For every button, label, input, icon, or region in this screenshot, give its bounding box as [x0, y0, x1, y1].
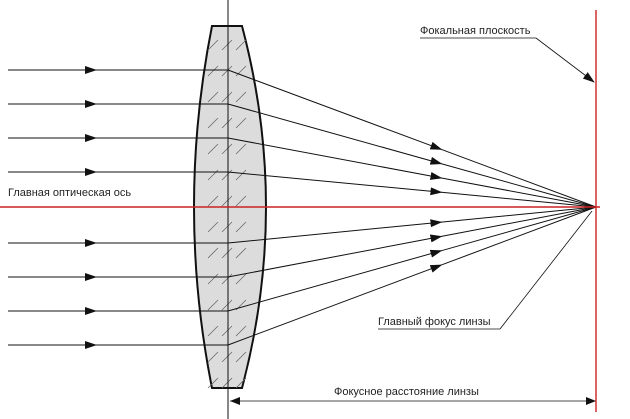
lens-hatch-mark [207, 221, 219, 233]
refracted-ray [441, 206, 597, 223]
principal-focus-pointer [499, 210, 593, 330]
lens-hatch-mark [207, 195, 219, 207]
lens-hatch-mark [235, 247, 247, 259]
lens-hatch-mark [221, 351, 233, 363]
refracted-ray [441, 177, 597, 208]
lens-hatch-mark [207, 273, 219, 285]
lens-hatch-mark [207, 325, 219, 337]
lens-hatching [207, 39, 247, 389]
focal-plane-label: Фокальная плоскость [420, 25, 531, 37]
lens-hatch-mark [235, 325, 247, 337]
lens-hatch-mark [221, 143, 233, 155]
lens-hatch-mark [207, 377, 219, 389]
lens-hatch-mark [207, 65, 219, 77]
lens-hatch-mark [235, 65, 247, 77]
lens-hatch-mark [221, 273, 233, 285]
lens-hatch-mark [221, 247, 233, 259]
incoming-rays [8, 66, 228, 349]
lens-hatch-mark [221, 91, 233, 103]
lens-hatch-mark [207, 143, 219, 155]
focal-length-label: Фокусное расстояние линзы [334, 386, 479, 398]
refracted-ray-arrow [227, 69, 443, 150]
refracted-ray-arrow [227, 171, 443, 196]
refracted-ray-arrow [227, 103, 443, 165]
lens-hatch-mark [235, 377, 247, 389]
lens-hatch-mark [221, 325, 233, 337]
lens-hatch-mark [235, 39, 247, 51]
lens-hatch-mark [235, 195, 247, 207]
lens-hatch-mark [235, 91, 247, 103]
optical-axis-label: Главная оптическая ось [8, 187, 131, 199]
lens-hatch-mark [221, 195, 233, 207]
lens-hatch-mark [221, 169, 233, 181]
principal-focus-label: Главный фокус линзы [378, 316, 491, 328]
lens-hatch-mark [235, 351, 247, 363]
focal-length-arrow-right [586, 397, 596, 405]
refracted-ray-arrow [227, 219, 443, 244]
refracted-rays [227, 69, 597, 346]
lens-hatch-mark [221, 377, 233, 389]
focal-plane-pointer [535, 37, 595, 83]
lens-hatch-mark [221, 65, 233, 77]
lens-hatch-mark [207, 91, 219, 103]
lens-hatch-mark [207, 247, 219, 259]
lens-hatch-mark [221, 117, 233, 129]
refracted-ray [441, 206, 597, 252]
refracted-ray-arrow [227, 249, 443, 312]
lens-hatch-mark [235, 273, 247, 285]
refracted-ray [441, 148, 597, 208]
refracted-ray [441, 206, 597, 237]
lens-hatch-mark [207, 351, 219, 363]
refracted-ray [441, 206, 597, 266]
refracted-ray-arrow [227, 137, 443, 180]
lens-hatch-mark [221, 39, 233, 51]
lens-hatch-mark [207, 117, 219, 129]
refracted-ray-arrow [227, 264, 443, 346]
lens-hatch-mark [235, 117, 247, 129]
refracted-ray [441, 191, 597, 208]
lens-hatch-mark [235, 143, 247, 155]
lens-hatch-mark [207, 299, 219, 311]
focal-length-arrow-left [230, 397, 240, 405]
refracted-ray-arrow [227, 234, 443, 278]
lens-hatch-mark [235, 221, 247, 233]
refracted-ray [441, 163, 597, 208]
lens-hatch-mark [221, 221, 233, 233]
lens-hatch-mark [235, 169, 247, 181]
lens-hatch-mark [207, 39, 219, 51]
lens-hatch-mark [221, 299, 233, 311]
